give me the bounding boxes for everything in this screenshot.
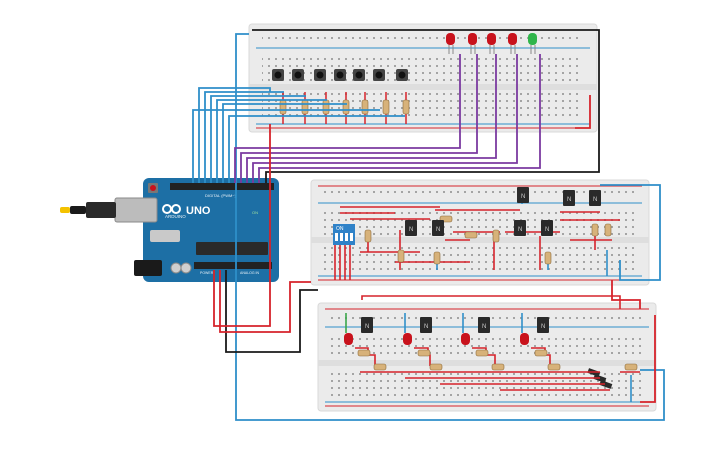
reset-button-cap	[150, 185, 156, 191]
transistor-mark: N	[436, 227, 440, 233]
crystal	[150, 230, 180, 242]
arduino-uno-board[interactable]: DIGITAL (PWM~) UNO ARDUINO ON POWER ANAL…	[114, 178, 279, 282]
dip-switch-label: ON	[336, 226, 344, 232]
push-button[interactable]	[373, 69, 385, 81]
led-red	[344, 333, 353, 345]
led-red	[520, 333, 529, 345]
push-button[interactable]	[334, 69, 346, 81]
uno-label: UNO	[186, 205, 211, 217]
push-button[interactable]	[272, 69, 284, 81]
transistor-mark: N	[518, 227, 522, 233]
transistor: N	[517, 187, 529, 203]
led-red	[487, 33, 496, 54]
transistor: N	[563, 190, 575, 206]
led-red	[446, 33, 455, 54]
breadboard-top	[248, 23, 598, 133]
digital-header	[170, 183, 274, 190]
transistor-mark: N	[545, 227, 549, 233]
capacitor	[170, 262, 182, 274]
transistor: N	[432, 220, 444, 236]
brand-label: ARDUINO	[165, 214, 186, 219]
capacitor	[180, 262, 192, 274]
power-label: POWER	[200, 271, 214, 275]
digital-label: DIGITAL (PWM~)	[205, 193, 237, 198]
usb-cable-plug	[60, 202, 116, 218]
on-label: ON	[252, 210, 258, 215]
leds-top	[446, 33, 537, 54]
usb-port	[114, 197, 158, 223]
push-buttons	[272, 69, 408, 81]
transistor: N	[537, 317, 549, 333]
transistor: N	[589, 190, 601, 206]
analog-label: ANALOG IN	[240, 271, 260, 275]
transistors-middle: N N N N N N N	[405, 187, 601, 236]
transistor-mark: N	[567, 197, 571, 203]
led-red	[468, 33, 477, 54]
transistor-mark: N	[424, 324, 428, 330]
led-red	[508, 33, 517, 54]
connection-wires	[192, 29, 665, 421]
output-stage-bottom: N N N N	[344, 317, 613, 389]
transistor: N	[541, 220, 553, 236]
push-button[interactable]	[353, 69, 365, 81]
led-red	[461, 333, 470, 345]
power-analog-header	[194, 262, 272, 269]
transistor-mark: N	[409, 227, 413, 233]
led-red	[403, 333, 412, 345]
arduino-infinity-icon	[162, 204, 181, 214]
push-button[interactable]	[292, 69, 304, 81]
transistor: N	[478, 317, 490, 333]
transistor-mark: N	[593, 197, 597, 203]
transistor: N	[405, 220, 417, 236]
transistor: N	[361, 317, 373, 333]
transistor-mark: N	[541, 324, 545, 330]
led-green	[528, 33, 537, 54]
transistor-mark: N	[482, 324, 486, 330]
transistor-mark: N	[365, 324, 369, 330]
resistors-middle	[364, 215, 612, 265]
transistor: N	[514, 220, 526, 236]
dip-switch[interactable]: ON	[333, 224, 355, 245]
transistor-mark: N	[521, 194, 525, 200]
resistors-bottom	[357, 349, 638, 371]
push-button[interactable]	[314, 69, 326, 81]
transistor: N	[420, 317, 432, 333]
push-button[interactable]	[396, 69, 408, 81]
microcontroller-chip	[196, 242, 268, 255]
power-jack	[134, 260, 162, 276]
